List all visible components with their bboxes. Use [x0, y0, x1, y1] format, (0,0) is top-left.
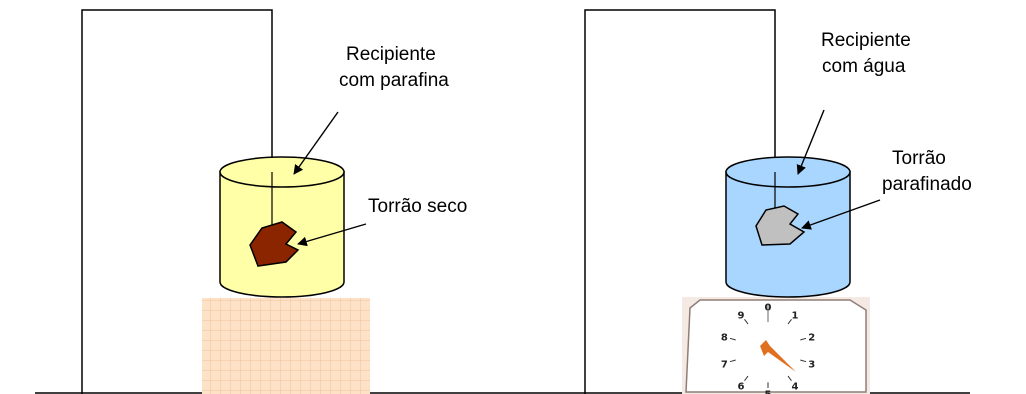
left-stand	[81, 9, 273, 394]
dial-number-1: 1	[792, 311, 799, 322]
dial-tick	[787, 318, 792, 325]
left-dry-clod	[249, 221, 300, 267]
left-clod-arrow	[297, 223, 367, 247]
left-container-label-line2: com parafina	[339, 70, 449, 91]
dial-tick	[744, 375, 749, 382]
dial-tick	[800, 337, 807, 341]
right-scale: 0123456789	[682, 297, 870, 394]
right-setup: 0123456789 Recipiente com água Torrão pa…	[584, 9, 972, 394]
dial-tick	[729, 359, 736, 363]
dial-tick	[800, 359, 807, 363]
dial-number-2: 2	[808, 333, 815, 344]
right-stand	[584, 9, 776, 394]
left-container-arrow	[293, 111, 339, 175]
dial-number-3: 3	[808, 360, 815, 371]
dial-number-8: 8	[721, 333, 728, 344]
right-container-arrow	[796, 109, 825, 175]
left-clod-label: Torrão seco	[368, 196, 467, 217]
dial-needle	[760, 340, 796, 372]
left-setup: Recipiente com parafina Torrão seco	[81, 9, 467, 394]
right-clod-label-line1: Torrão	[892, 148, 946, 169]
scale-dial: 0123456789	[721, 302, 815, 394]
right-container-label-line2: com água	[822, 56, 906, 77]
left-heating-plate	[202, 298, 370, 394]
dial-tick	[729, 337, 736, 341]
right-clod-arrow	[801, 199, 881, 230]
dial-number-5: 5	[765, 390, 772, 394]
left-container-label-line1: Recipiente	[346, 44, 436, 65]
right-container-label-line1: Recipiente	[821, 30, 911, 51]
dial-tick	[787, 375, 792, 382]
right-paraffinated-clod	[755, 205, 806, 246]
dial-number-4: 4	[792, 381, 799, 392]
right-clod-label-line2: parafinado	[882, 174, 972, 195]
dial-number-6: 6	[738, 381, 745, 392]
dial-tick	[744, 318, 749, 325]
dial-number-7: 7	[721, 360, 728, 371]
dial-number-9: 9	[738, 311, 745, 322]
